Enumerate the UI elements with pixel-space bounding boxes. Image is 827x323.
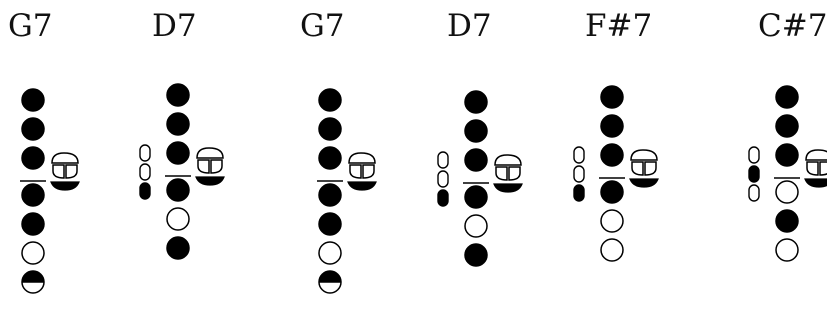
fingering-chart-1 — [20, 88, 80, 294]
hole-closed — [464, 90, 488, 114]
hole-closed — [600, 143, 624, 167]
side-key-open — [573, 165, 585, 183]
fingering-chart-2 — [139, 83, 225, 260]
side-key-open — [139, 163, 151, 181]
hole-closed — [166, 141, 190, 165]
hole-closed — [464, 243, 488, 267]
hole-closed — [600, 85, 624, 109]
key-cluster — [493, 154, 523, 193]
hole-closed — [21, 117, 45, 141]
hole-closed — [318, 212, 342, 236]
hole-closed — [600, 180, 624, 204]
hole-open — [600, 209, 624, 233]
hole-closed — [464, 119, 488, 143]
hole-open — [775, 180, 799, 204]
hole-closed — [21, 212, 45, 236]
side-key-closed — [139, 182, 151, 200]
hole-closed — [775, 143, 799, 167]
chord-label-c-sharp-7: C#7 — [758, 8, 827, 44]
hole-open — [464, 214, 488, 238]
key-cluster — [195, 147, 225, 186]
hole-closed — [318, 117, 342, 141]
hole-open — [318, 241, 342, 265]
hole-half-closed — [21, 270, 45, 294]
side-key-open — [573, 146, 585, 164]
key-cluster — [804, 149, 827, 188]
hole-open — [775, 238, 799, 262]
side-key-open — [437, 151, 449, 169]
fingering-chart-5 — [573, 85, 659, 262]
side-key-open — [748, 184, 760, 202]
fingering-chart-3 — [317, 88, 377, 294]
key-cluster — [629, 149, 659, 188]
hole-closed — [775, 85, 799, 109]
hole-closed — [318, 183, 342, 207]
chord-label-g7: G7 — [300, 8, 345, 44]
hole-closed — [464, 185, 488, 209]
hole-closed — [166, 178, 190, 202]
side-key-open — [139, 144, 151, 162]
side-key-open — [748, 146, 760, 164]
key-cluster — [50, 152, 80, 191]
side-key-closed — [437, 189, 449, 207]
chord-label-f-sharp-7: F#7 — [585, 8, 653, 44]
hole-closed — [600, 114, 624, 138]
hole-closed — [21, 146, 45, 170]
hole-half-closed — [318, 270, 342, 294]
fingering-chart-6 — [748, 85, 827, 262]
hole-closed — [166, 112, 190, 136]
hole-closed — [318, 146, 342, 170]
hole-closed — [464, 148, 488, 172]
hole-closed — [775, 209, 799, 233]
hole-open — [21, 241, 45, 265]
chord-label-d7: D7 — [447, 8, 492, 44]
side-key-closed — [573, 184, 585, 202]
fingering-chart-4 — [437, 90, 523, 267]
hole-closed — [318, 88, 342, 112]
key-cluster — [347, 152, 377, 191]
hole-closed — [775, 114, 799, 138]
side-key-closed — [748, 165, 760, 183]
chord-label-g7: G7 — [8, 8, 53, 44]
hole-closed — [166, 236, 190, 260]
hole-closed — [21, 88, 45, 112]
hole-closed — [166, 83, 190, 107]
hole-closed — [21, 183, 45, 207]
hole-open — [600, 238, 624, 262]
chord-label-d7: D7 — [152, 8, 197, 44]
side-key-open — [437, 170, 449, 188]
hole-open — [166, 207, 190, 231]
